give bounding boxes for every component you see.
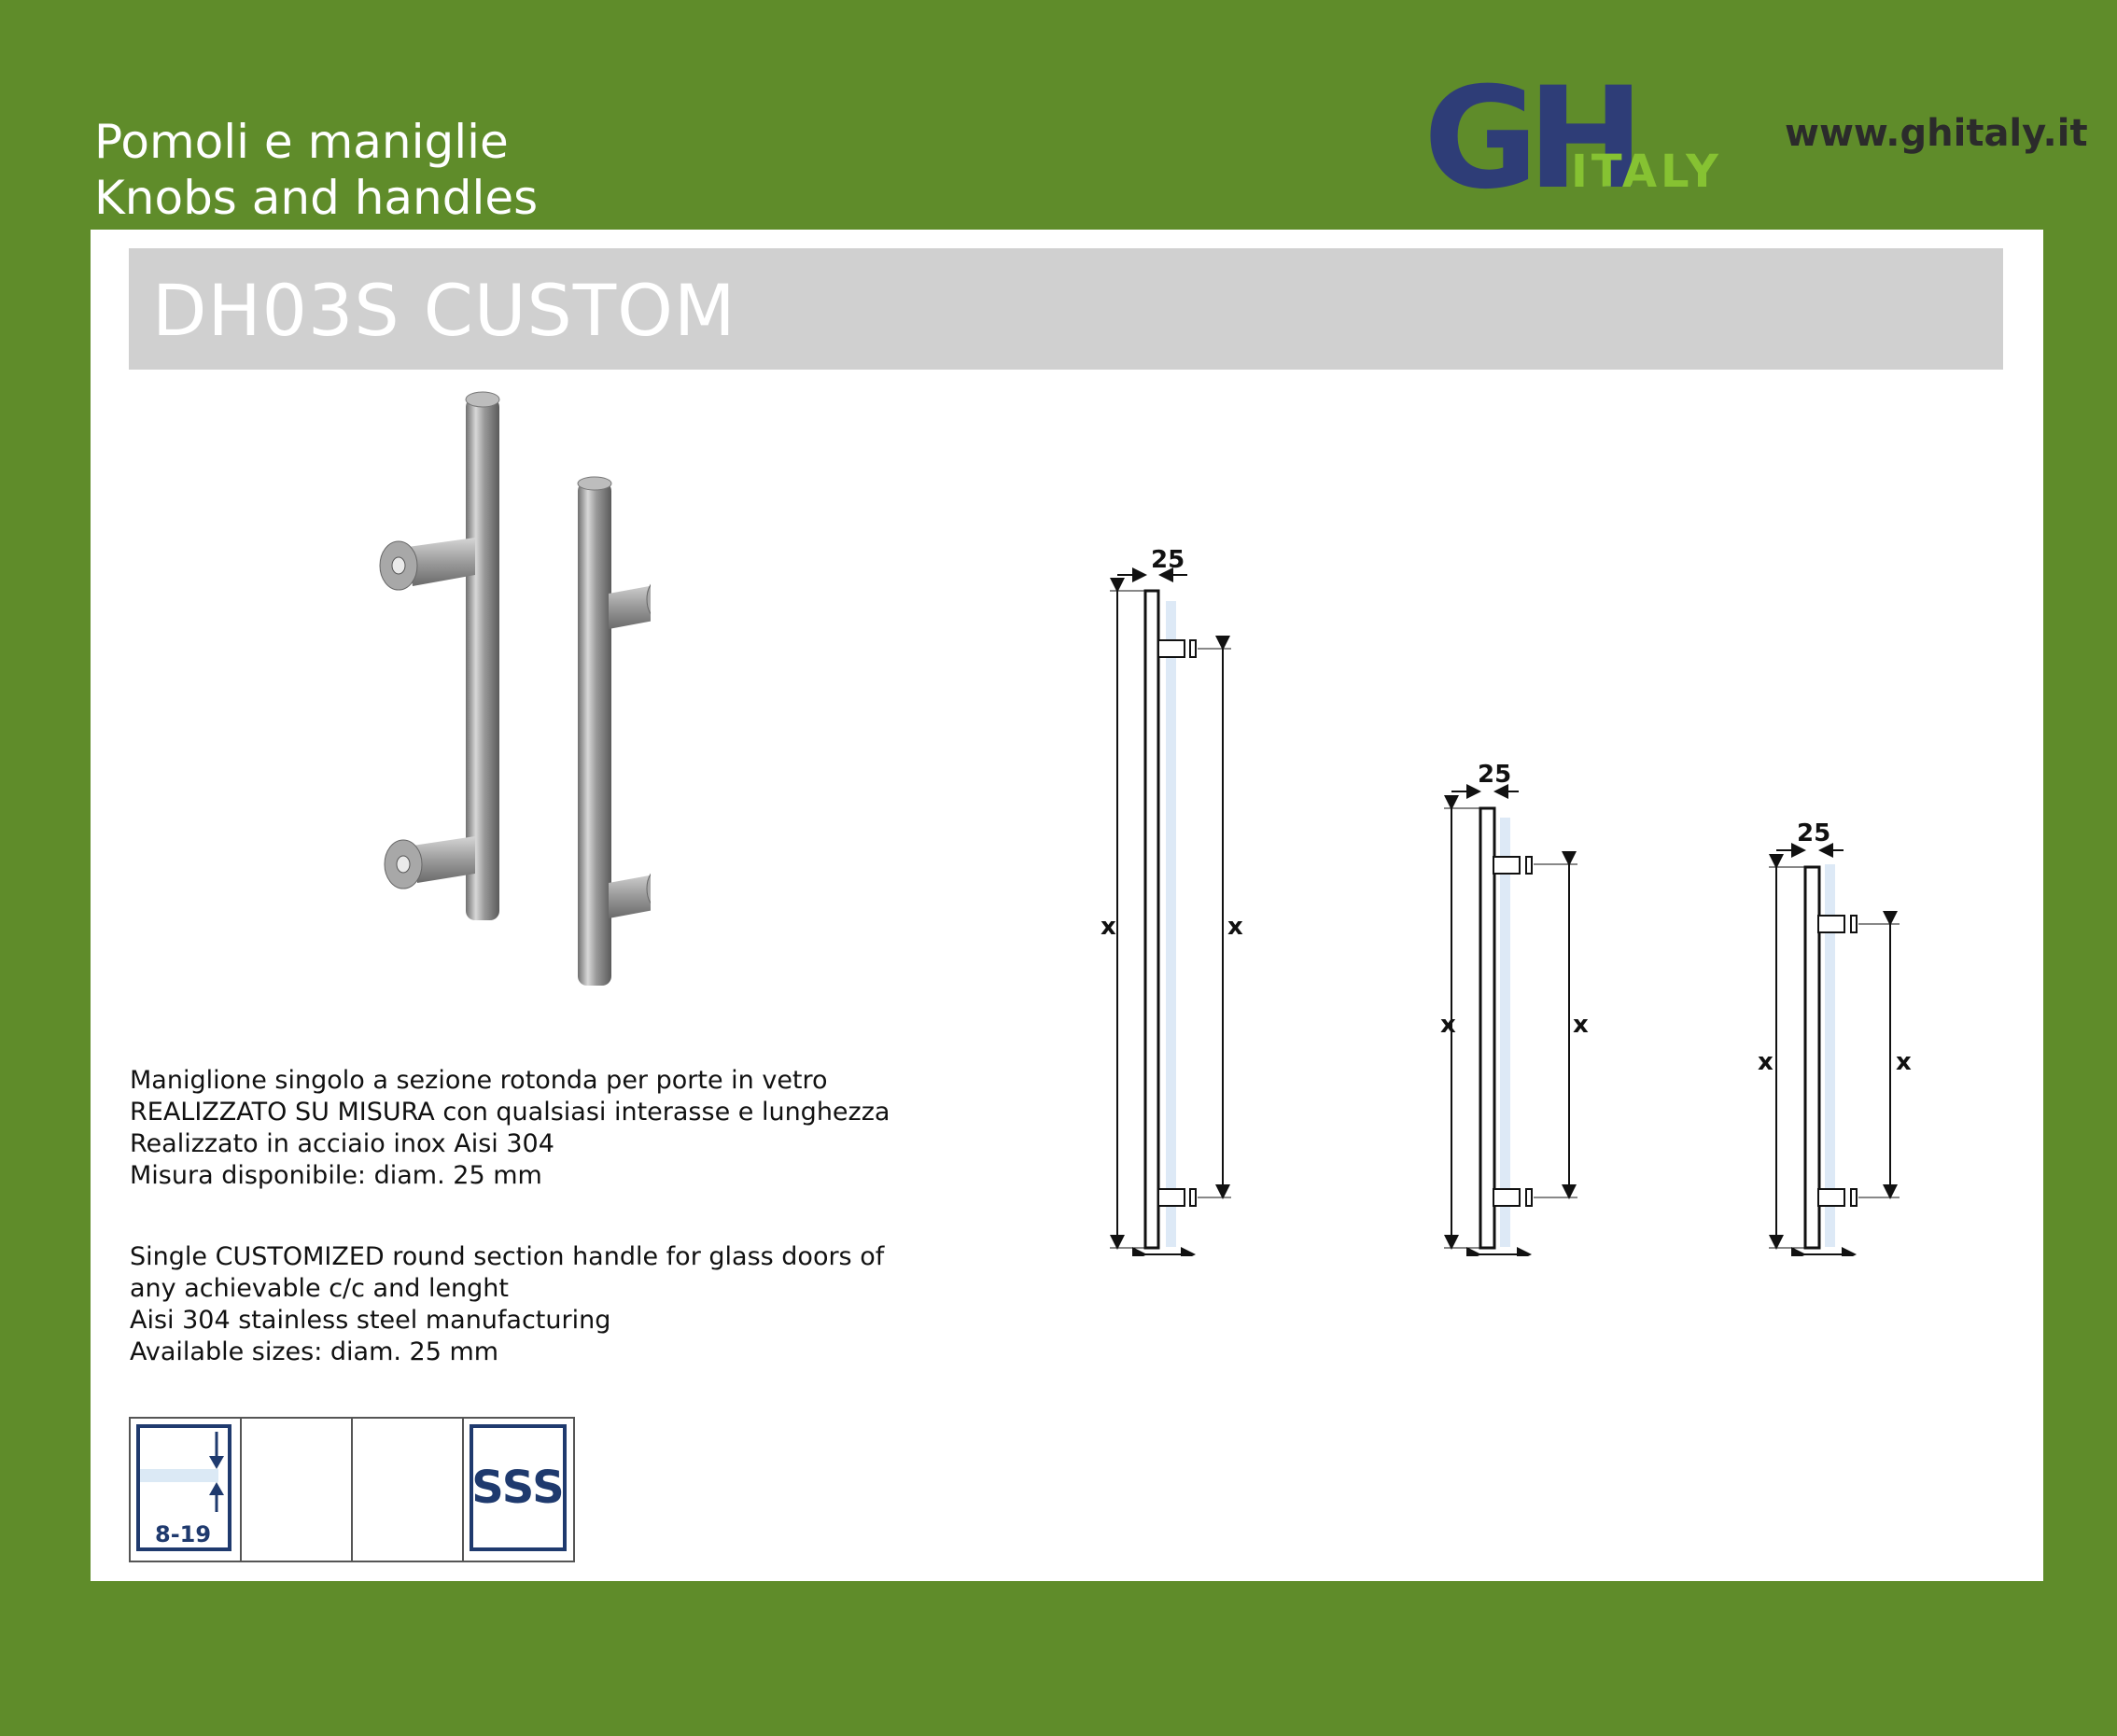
description-line: Maniglione singolo a sezione rotonda per… xyxy=(130,1066,828,1095)
glass-thickness-label: 8-19 xyxy=(155,1521,212,1547)
description-line: Realizzato in acciaio inox Aisi 304 xyxy=(130,1129,554,1158)
dim-length-label: x xyxy=(1440,1011,1456,1039)
description-line: Misura disponibile: diam. 25 mm xyxy=(130,1161,542,1190)
finish-icon: SSS xyxy=(470,1424,567,1551)
finish-code: SSS xyxy=(471,1462,565,1514)
dim-length-label: x xyxy=(1758,1048,1774,1076)
dim-centers-label: x xyxy=(1227,913,1243,941)
category-title-en: Knobs and handles xyxy=(94,171,539,225)
category-title-it: Pomoli e maniglie xyxy=(94,115,509,169)
dim-centers-label: x xyxy=(1573,1011,1589,1039)
handle-render-right xyxy=(577,476,651,986)
gh-italy-logo: GH ITALY xyxy=(1423,65,1722,205)
empty-feature-cell xyxy=(242,1419,353,1561)
header-title: Pomoli e maniglie Knobs and handles xyxy=(94,114,538,226)
empty-feature-cell xyxy=(353,1419,464,1561)
product-code: DH03S CUSTOM xyxy=(152,269,736,352)
logo-italy-text: ITALY xyxy=(1571,146,1722,198)
drawing-long-handle: 25 65 x x xyxy=(1101,547,1243,1256)
product-photo xyxy=(379,391,651,986)
dim-diameter-label: 25 xyxy=(1797,819,1830,847)
product-sheet: DH03S CUSTOM xyxy=(91,230,2043,1581)
drawing-medium-handle: 25 65 x x xyxy=(1440,761,1589,1256)
description-line: Single CUSTOMIZED round section handle f… xyxy=(130,1242,885,1271)
finish-cell: SSS xyxy=(464,1419,573,1561)
description-line: Available sizes: diam. 25 mm xyxy=(130,1337,499,1366)
dim-diameter-label: 25 xyxy=(1151,547,1185,574)
description-line: Aisi 304 stainless steel manufacturing xyxy=(130,1306,611,1335)
product-banner: DH03S CUSTOM xyxy=(129,248,2003,370)
description-line: any achievable c/c and lenght xyxy=(130,1274,510,1303)
dim-length-label: x xyxy=(1101,913,1116,941)
handle-render-left xyxy=(379,391,500,920)
feature-icons: 8-19 SSS xyxy=(129,1417,575,1562)
description-italian: Maniglione singolo a sezione rotonda per… xyxy=(130,1065,890,1192)
dim-centers-label: x xyxy=(1896,1048,1912,1076)
website-link[interactable]: www.ghitaly.it xyxy=(1785,112,2088,155)
glass-thickness-icon: 8-19 xyxy=(136,1424,231,1551)
glass-thickness-cell: 8-19 xyxy=(131,1419,242,1561)
description-line: REALIZZATO SU MISURA con qualsiasi inter… xyxy=(130,1098,890,1127)
logo-gh-text: GH xyxy=(1423,65,1633,205)
drawing-short-handle: 25 65 x x xyxy=(1758,819,1912,1256)
technical-drawings: 25 65 x x 25 65 x x xyxy=(1101,547,1912,1256)
dim-diameter-label: 25 xyxy=(1478,761,1511,789)
description-english: Single CUSTOMIZED round section handle f… xyxy=(130,1241,884,1368)
